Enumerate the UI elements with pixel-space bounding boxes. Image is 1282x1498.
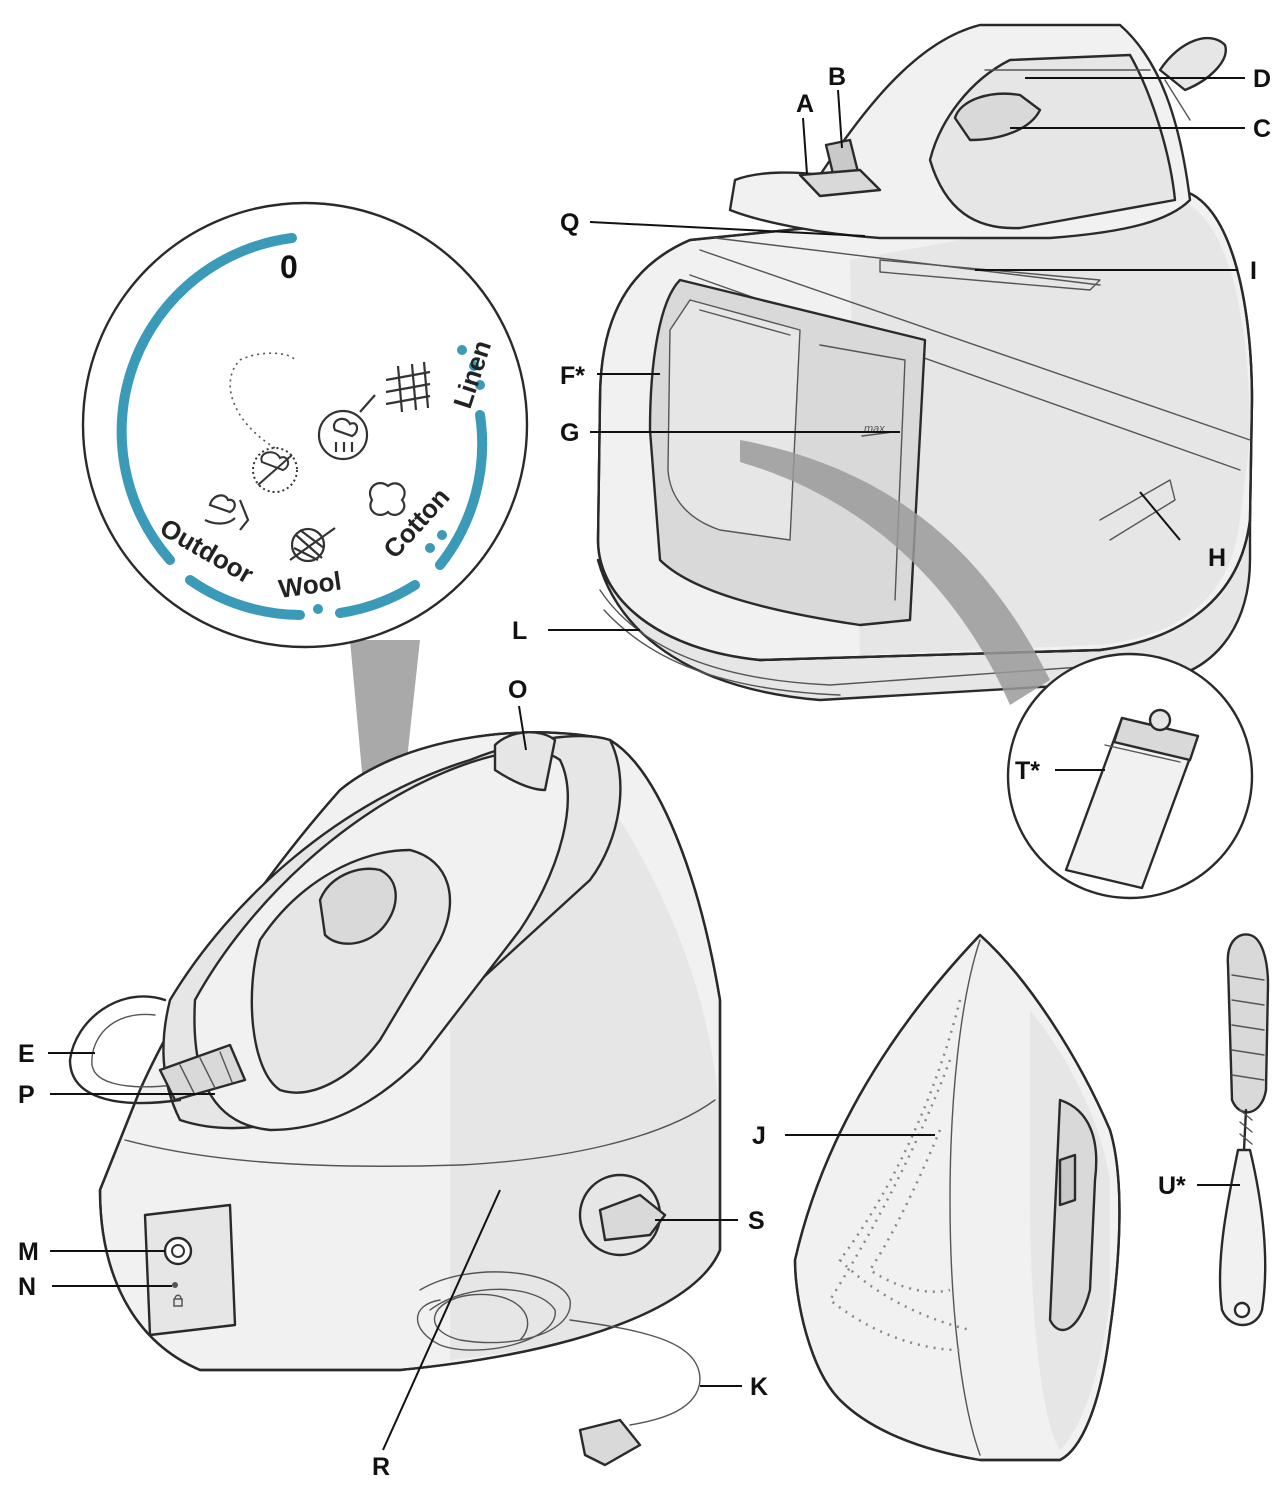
control-panel [143, 1203, 237, 1337]
steam-boost-icon [317, 394, 376, 461]
label-B: B [828, 63, 846, 91]
label-R: R [372, 1453, 390, 1481]
dial-arc-wool [185, 575, 305, 620]
linen-grid-icon [385, 361, 431, 413]
label-M: M [18, 1238, 39, 1266]
leader-lines [48, 77, 1245, 1451]
label-H: H [1208, 544, 1226, 572]
wool-icon [289, 527, 336, 563]
label-U: U* [1158, 1172, 1186, 1200]
label-J: J [752, 1122, 766, 1150]
indicator-light [172, 1282, 178, 1288]
label-E: E [18, 1040, 35, 1068]
iron-soleplate-view [793, 933, 1121, 1462]
label-K: K [750, 1373, 768, 1401]
label-T: T* [1015, 757, 1040, 785]
temperature-dial: 0 Linen Cotton Wool Outdoor [81, 201, 529, 649]
lock-icon [173, 1294, 183, 1307]
station-front-view [68, 731, 722, 1467]
cleaning-brush [1218, 933, 1270, 1327]
leader-H [1139, 491, 1181, 541]
label-S: S [748, 1207, 765, 1235]
label-I: I [1250, 257, 1257, 285]
label-G: G [560, 419, 579, 447]
label-A: A [796, 90, 814, 118]
part-labels: A B C D Q I F* G H L O T* E P J U* S M N… [18, 63, 1271, 1481]
label-C: C [1253, 115, 1271, 143]
outdoor-icon [204, 494, 250, 531]
power-plug [578, 1418, 642, 1467]
label-D: D [1253, 65, 1271, 93]
leader-O [518, 705, 527, 751]
leader-A [802, 117, 808, 175]
cotton-icon [369, 482, 406, 516]
leader-Q [589, 221, 866, 237]
cartridge-magnifier [1006, 652, 1254, 900]
leader-R [382, 1189, 501, 1451]
magnify-wedge-tank [740, 440, 1050, 705]
leader-B [837, 89, 843, 149]
dial-arc-outdoor [116, 233, 297, 565]
dial-zero-label: 0 [280, 249, 298, 285]
dial-arc-linen [435, 410, 488, 570]
temperature-knob-front [318, 867, 397, 945]
steam-hose-connector [158, 1043, 247, 1102]
dial-arc-cotton [335, 580, 420, 618]
label-P: P [18, 1081, 35, 1109]
label-O: O [508, 676, 527, 704]
label-F: F* [560, 362, 585, 390]
label-L: L [512, 617, 527, 645]
station-side-view: max [596, 23, 1254, 702]
power-button-icon[interactable] [163, 1236, 193, 1266]
label-N: N [18, 1273, 36, 1301]
label-Q: Q [560, 209, 579, 237]
no-steam-icon [252, 447, 298, 493]
